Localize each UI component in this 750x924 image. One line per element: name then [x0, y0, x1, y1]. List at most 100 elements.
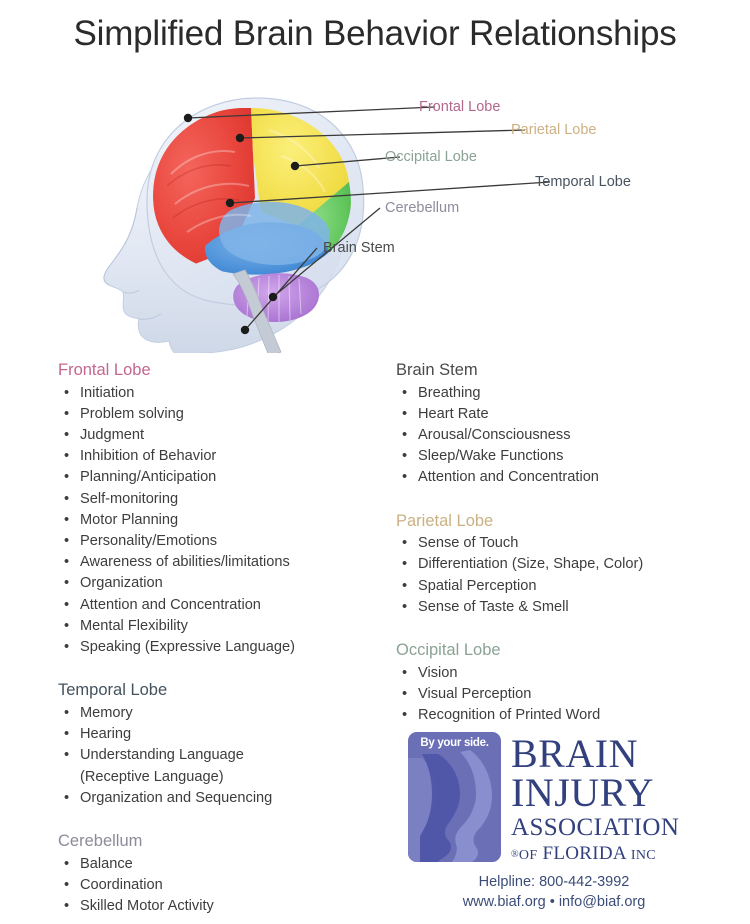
website-email-text[interactable]: www.biaf.org • info@biaf.org — [462, 894, 646, 910]
list-item: •Coordination — [58, 875, 388, 896]
group-cerebellum: Cerebellum •Balance •Coordination •Skill… — [58, 831, 388, 917]
bullet-icon: • — [64, 533, 70, 550]
list-item: •Awareness of abilities/limitations — [58, 552, 388, 573]
list-item: •Skilled Motor Activity — [58, 896, 388, 917]
logo-line-florida: ®OF FLORIDA INC — [511, 843, 656, 865]
heading-frontal-lobe: Frontal Lobe — [58, 361, 151, 379]
list-item: •Attention and Concentration — [396, 467, 726, 488]
list-item: •Breathing — [396, 383, 726, 404]
bullet-icon: • — [64, 427, 70, 444]
bullet-icon: • — [64, 704, 70, 721]
list-item: •Self-monitoring — [58, 489, 388, 510]
group-temporal-lobe: Temporal Lobe •Memory •Hearing •Understa… — [58, 680, 388, 809]
brain-regions — [153, 108, 351, 275]
list-item: •Sense of Touch — [396, 533, 726, 554]
bullet-icon: • — [402, 427, 408, 444]
bullet-icon: • — [64, 639, 70, 656]
list-item: •Balance — [58, 854, 388, 875]
heading-brain-stem: Brain Stem — [396, 361, 478, 379]
bullet-icon: • — [64, 490, 70, 507]
bullet-icon: • — [402, 469, 408, 486]
list-brain-stem: •Breathing •Heart Rate •Arousal/Consciou… — [396, 383, 726, 489]
organization-logo-block: By your side. BRAIN INJURY ASSOCIATION ®… — [408, 732, 700, 918]
spacer — [396, 618, 726, 640]
bullet-icon: • — [402, 598, 408, 615]
bullet-icon: • — [64, 726, 70, 743]
bullet-icon: • — [64, 789, 70, 806]
diagram-label-brain-stem: Brain Stem — [323, 240, 395, 256]
logo-wordmark: BRAIN INJURY ASSOCIATION ®OF FLORIDA INC — [511, 732, 679, 863]
list-item-continuation: (Receptive Language) — [80, 768, 224, 785]
heading-occipital-lobe: Occipital Lobe — [396, 641, 501, 660]
list-item: •Recognition of Printed Word — [396, 705, 726, 726]
right-column: Brain Stem •Breathing •Heart Rate •Arous… — [396, 360, 726, 726]
list-cerebellum: •Balance •Coordination •Skilled Motor Ac… — [58, 854, 388, 918]
biaf-logo-mark: By your side. — [408, 732, 501, 862]
list-item: •Organization and Sequencing — [58, 788, 388, 809]
bullet-icon: • — [402, 556, 408, 573]
diagram-label-occipital-lobe: Occipital Lobe — [385, 149, 477, 165]
group-frontal-lobe: Frontal Lobe •Initiation •Problem solvin… — [58, 360, 388, 658]
spacer — [396, 489, 726, 511]
list-item: •Mental Flexibility — [58, 616, 388, 637]
list-item: •Understanding Language(Receptive Langua… — [58, 745, 388, 787]
group-occipital-lobe: Occipital Lobe •Vision •Visual Perceptio… — [396, 640, 726, 726]
list-item: •Differentiation (Size, Shape, Color) — [396, 554, 726, 575]
bullet-icon: • — [402, 664, 408, 681]
logo-tagline: By your side. — [420, 737, 489, 749]
leader-dots — [183, 113, 300, 335]
list-item: •Initiation — [58, 383, 388, 404]
helpline-text: Helpline: 800-442-3992 — [478, 874, 630, 890]
group-parietal-lobe: Parietal Lobe •Sense of Touch •Different… — [396, 511, 726, 618]
bullet-icon: • — [64, 855, 70, 872]
list-item: •Speaking (Expressive Language) — [58, 637, 388, 658]
bullet-icon: • — [64, 596, 70, 613]
list-item: •Memory — [58, 703, 388, 724]
bullet-icon: • — [64, 448, 70, 465]
list-item: •Motor Planning — [58, 510, 388, 531]
logo-line-injury: INJURY — [511, 770, 655, 816]
bullet-icon: • — [402, 685, 408, 702]
profile-faces-icon — [408, 732, 501, 862]
left-column: Frontal Lobe •Initiation •Problem solvin… — [58, 360, 388, 917]
list-item: •Organization — [58, 573, 388, 594]
bullet-icon: • — [402, 577, 408, 594]
diagram-label-frontal-lobe: Frontal Lobe — [419, 99, 501, 115]
bullet-icon: • — [402, 384, 408, 401]
spacer — [58, 658, 388, 680]
diagram-label-cerebellum: Cerebellum — [385, 200, 460, 216]
list-item: •Heart Rate — [396, 404, 726, 425]
parietal-lobe-region — [251, 108, 351, 228]
bullet-icon: • — [64, 511, 70, 528]
list-frontal-lobe: •Initiation •Problem solving •Judgment •… — [58, 383, 388, 659]
brain-illustration — [103, 97, 551, 353]
bullet-icon: • — [64, 617, 70, 634]
list-item: •Planning/Anticipation — [58, 467, 388, 488]
brain-stem-region — [232, 269, 282, 353]
logo-line-brain: BRAIN — [511, 731, 638, 776]
logo-line-association: ASSOCIATION — [511, 814, 680, 842]
contact-info: Helpline: 800-442-3992 www.biaf.org • in… — [408, 872, 700, 912]
page-title: Simplified Brain Behavior Relationships — [73, 14, 677, 53]
list-item: •Arousal/Consciousness — [396, 425, 726, 446]
bullet-icon: • — [402, 448, 408, 465]
list-parietal-lobe: •Sense of Touch •Differentiation (Size, … — [396, 533, 726, 618]
list-item: •Judgment — [58, 425, 388, 446]
list-item: •Sense of Taste & Smell — [396, 597, 726, 618]
list-temporal-lobe: •Memory •Hearing •Understanding Language… — [58, 703, 388, 809]
list-item: •Vision — [396, 663, 726, 684]
list-item: •Spatial Perception — [396, 576, 726, 597]
bullet-icon: • — [64, 554, 70, 571]
list-item: •Problem solving — [58, 404, 388, 425]
bullet-icon: • — [402, 405, 408, 422]
bullet-icon: • — [402, 707, 408, 724]
bullet-icon: • — [64, 897, 70, 914]
bullet-icon: • — [64, 876, 70, 893]
bullet-icon: • — [64, 384, 70, 401]
heading-parietal-lobe: Parietal Lobe — [396, 511, 494, 530]
bullet-icon: • — [64, 575, 70, 592]
diagram-label-parietal-lobe: Parietal Lobe — [511, 122, 597, 138]
bullet-icon: • — [64, 747, 70, 764]
logo-row: By your side. BRAIN INJURY ASSOCIATION ®… — [408, 732, 679, 863]
bullet-icon: • — [402, 535, 408, 552]
